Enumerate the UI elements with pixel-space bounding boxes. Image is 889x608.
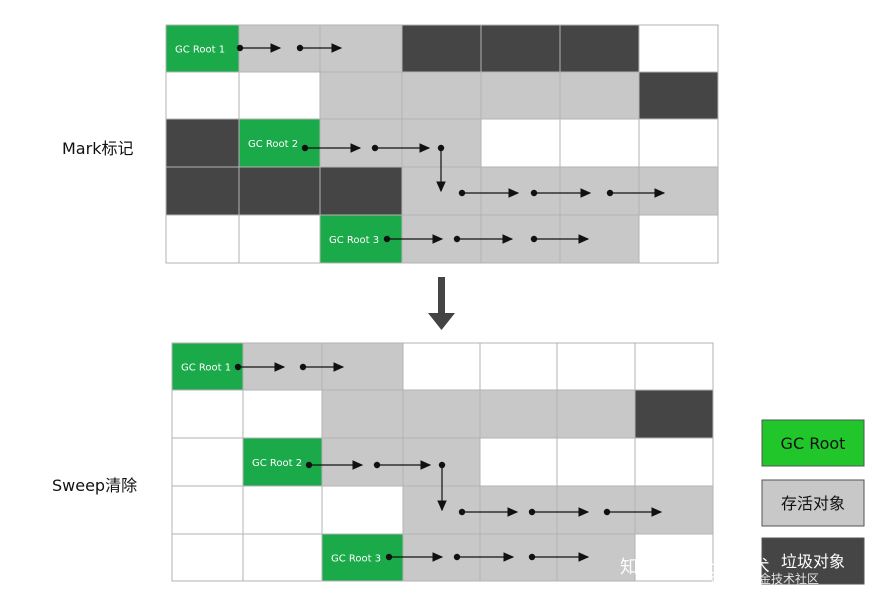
grid-cell [559,24,640,73]
grid-cell [479,437,558,487]
grid-cell [171,389,244,439]
grid-cell [638,118,719,168]
grid-cell [321,437,404,487]
grid-cell [238,214,321,264]
grid-cell [480,24,561,73]
grid-cell [634,485,714,535]
sweep-gc-root-3-label: GC Root 3 [331,554,381,565]
grid-cell [479,389,558,439]
grid-cell [559,166,640,216]
grid-cell [402,389,481,439]
sweep-arrows [234,362,663,562]
sweep-gc-root-2-label: GC Root 2 [252,458,302,469]
sweep-label: Sweep清除 [52,476,137,495]
grid-cell [321,485,404,535]
watermark-sub: @稀土掘金技术社区 [711,571,819,586]
grid-cell [634,437,714,487]
legend-box-gray [761,479,865,527]
grid-cell [321,389,404,439]
legend-label-green: GC Root [781,434,846,453]
grid-cell [319,71,403,120]
grid-cell [319,166,403,216]
legend-box-green [761,419,865,467]
grid-cell [401,24,482,73]
grid-cell [638,166,719,216]
grid-cell [634,533,714,582]
grid-cell [242,533,323,582]
grid-cell [559,71,640,120]
grid-cell [165,71,240,120]
grid-cell [634,389,714,439]
watermark-main: 知乎 @不止于技术 [620,557,770,578]
grid-cell [171,437,244,487]
grid-cell [238,71,321,120]
grid-cell [319,118,403,168]
grid-cell [480,166,561,216]
mark-label: Mark标记 [62,139,133,158]
grid-cell [559,118,640,168]
legend-label-gray: 存活对象 [781,494,845,513]
grid-cell [480,118,561,168]
grid-cell [638,214,719,264]
mark-gc-root-3-label: GC Root 3 [329,235,379,246]
grid-cell [480,71,561,120]
grid-cell [165,166,240,216]
down-arrow-icon [428,277,455,330]
grid-cell [479,342,558,391]
grid-cell [556,437,636,487]
grid-cell [171,533,244,582]
watermark: 知乎 @不止于技术 @稀土掘金技术社区 [620,557,819,586]
mark-arrows [236,43,666,244]
grid-cell [638,24,719,73]
grid-cell [165,214,240,264]
mark-gc-root-2-label: GC Root 2 [248,139,298,150]
grid-cell [556,342,636,391]
legend-label-dark: 垃圾对象 [781,552,845,571]
grid-cell [171,485,244,535]
legend-box-dark [761,537,865,585]
grid-cell [165,24,240,73]
grid-cell [165,118,240,168]
grid-cell [634,342,714,391]
mark-gc-root-1-label: GC Root 1 [175,45,225,56]
grid-cell [556,485,636,535]
grid-cell [238,166,321,216]
grid-cell [242,389,323,439]
grid-cell [401,71,482,120]
grid-cell [479,485,558,535]
grid-cell [638,71,719,120]
grid-cell [242,485,323,535]
sweep-gc-root-1-label: GC Root 1 [181,363,231,374]
grid-cell [402,342,481,391]
mark-grid: GC Root 1 GC Root 2 GC Root 3 [165,24,719,264]
grid-cell [556,389,636,439]
